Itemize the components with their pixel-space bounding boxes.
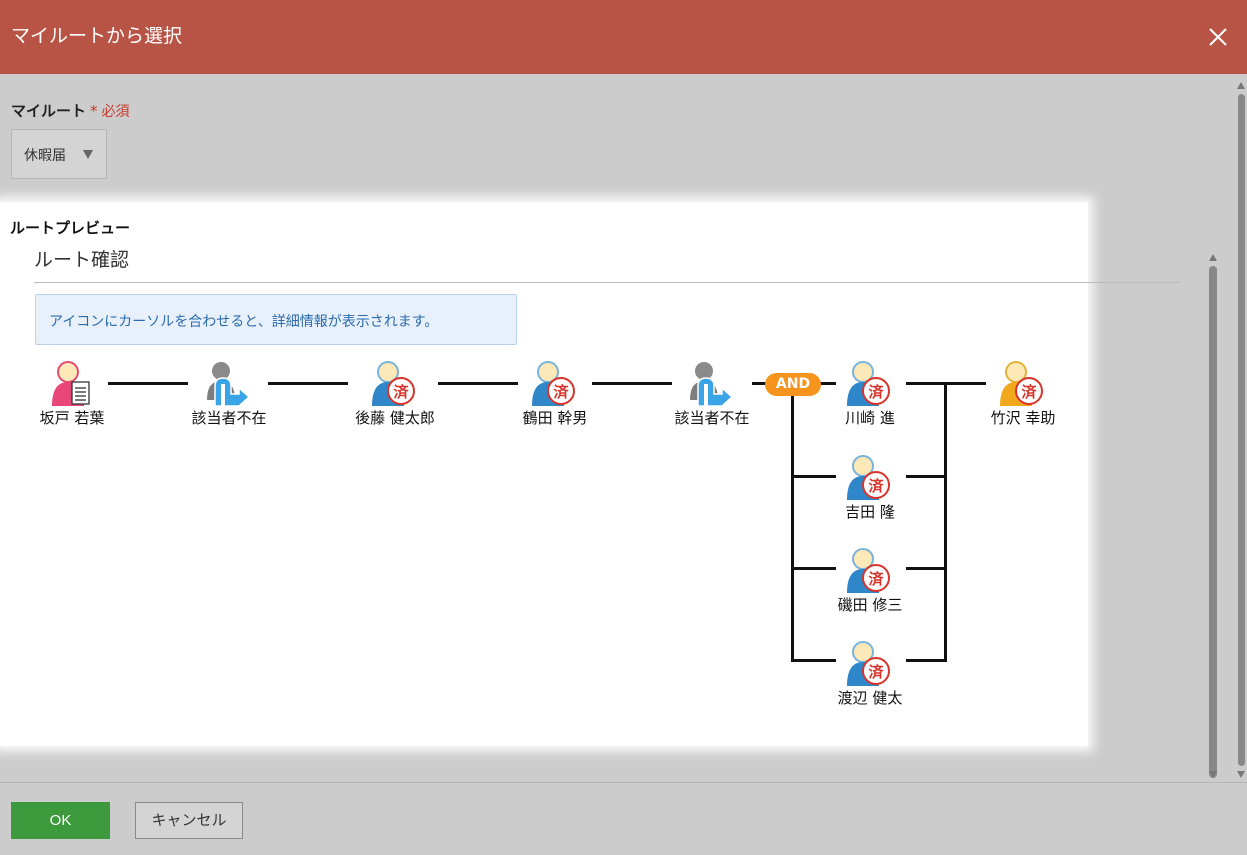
required-text: 必須 [101, 104, 130, 120]
route-node-name: 該当者不在 [191, 409, 267, 427]
route-node-name: 該当者不在 [674, 409, 750, 427]
route-node-approver[interactable]: 済 鶴田 幹男 [505, 360, 605, 428]
preview-scrollbar[interactable] [1207, 252, 1219, 780]
approved-user-icon[interactable]: 済 [846, 454, 894, 500]
applicant-icon[interactable] [48, 360, 96, 406]
route-node-approver[interactable]: 済 磯田 修三 [820, 547, 920, 615]
route-node-approver[interactable]: 済 後藤 健太郎 [345, 360, 445, 428]
stamp-text: 済 [868, 570, 884, 588]
route-connector [438, 382, 518, 385]
ok-button[interactable]: OK [11, 802, 110, 839]
required-star: * [90, 102, 98, 120]
route-connector [108, 382, 188, 385]
route-node-name: 後藤 健太郎 [355, 409, 435, 427]
route-connector [592, 382, 672, 385]
approved-user-icon[interactable]: 済 [371, 360, 419, 406]
route-preview-label: ルートプレビュー [10, 219, 131, 237]
route-preview-panel: ルートプレビュー ルート確認 アイコンにカーソルを合わせると、詳細情報が表示され… [0, 202, 1180, 746]
skip-user-icon[interactable] [205, 360, 253, 406]
footer-divider [0, 782, 1247, 783]
route-node-approver[interactable]: 済 川崎 進 [820, 360, 920, 428]
route-node-approver[interactable]: 済 渡辺 健太 [820, 640, 920, 708]
route-node-name: 坂戸 若葉 [39, 409, 105, 427]
approved-user-icon[interactable]: 済 [846, 547, 894, 593]
route-connector [906, 567, 946, 570]
dialog-titlebar: マイルートから選択 [0, 0, 1247, 74]
route-node-name: 鶴田 幹男 [522, 409, 588, 427]
preview-scroll-up-arrow-icon[interactable] [1209, 254, 1217, 261]
route-node-name: 竹沢 幸助 [990, 409, 1056, 427]
close-icon[interactable] [1205, 24, 1231, 50]
route-connector [906, 659, 946, 662]
stamp-text: 済 [393, 383, 409, 401]
route-preview-heading: ルート確認 [34, 249, 130, 271]
route-node-name: 吉田 隆 [845, 503, 895, 521]
stamp-text: 済 [868, 477, 884, 495]
caret-down-icon [83, 150, 93, 159]
myroute-select[interactable]: 休暇届 [11, 129, 107, 179]
approved-user-icon[interactable]: 済 [846, 360, 894, 406]
scroll-down-arrow-icon[interactable] [1237, 771, 1245, 778]
dialog-scrollbar[interactable] [1235, 80, 1247, 780]
stamp-text: 済 [868, 663, 884, 681]
route-connector [752, 382, 766, 385]
preview-scrollbar-thumb[interactable] [1209, 266, 1217, 778]
and-badge: AND [765, 373, 821, 396]
dialog-title: マイルートから選択 [11, 25, 183, 47]
route-connector [791, 475, 836, 478]
info-box: アイコンにカーソルを合わせると、詳細情報が表示されます。 [35, 294, 517, 345]
stamp-text: 済 [868, 383, 884, 401]
route-connector [906, 475, 946, 478]
myroute-label: マイルート*必須 [11, 100, 130, 121]
cancel-button[interactable]: キャンセル [135, 802, 243, 839]
approved-final-icon[interactable]: 済 [999, 360, 1047, 406]
scrollbar-thumb[interactable] [1238, 94, 1245, 766]
info-text: アイコンにカーソルを合わせると、詳細情報が表示されます。 [49, 314, 439, 330]
stamp-text: 済 [1021, 383, 1037, 401]
route-node-final[interactable]: 済 竹沢 幸助 [973, 360, 1073, 428]
myroute-select-value: 休暇届 [24, 148, 66, 164]
preview-scroll-down-arrow-icon[interactable] [1209, 771, 1217, 778]
route-node-name: 川崎 進 [845, 409, 895, 427]
approved-user-icon[interactable]: 済 [531, 360, 579, 406]
divider [34, 282, 1180, 283]
route-node-applicant[interactable]: 坂戸 若葉 [32, 360, 112, 428]
route-connector [791, 659, 836, 662]
stamp-text: 済 [553, 383, 569, 401]
route-connector [820, 382, 836, 385]
myroute-label-text: マイルート [11, 102, 87, 120]
skip-user-icon[interactable] [688, 360, 736, 406]
scroll-up-arrow-icon[interactable] [1237, 82, 1245, 89]
route-connector [791, 396, 794, 662]
route-node-name: 磯田 修三 [837, 596, 903, 614]
route-node-name: 渡辺 健太 [837, 689, 903, 707]
approved-user-icon[interactable]: 済 [846, 640, 894, 686]
route-node-skip[interactable]: 該当者不在 [179, 360, 279, 428]
route-node-skip[interactable]: 該当者不在 [662, 360, 762, 428]
route-connector [268, 382, 348, 385]
route-connector [944, 382, 947, 662]
route-node-approver[interactable]: 済 吉田 隆 [820, 454, 920, 522]
route-connector [791, 567, 836, 570]
